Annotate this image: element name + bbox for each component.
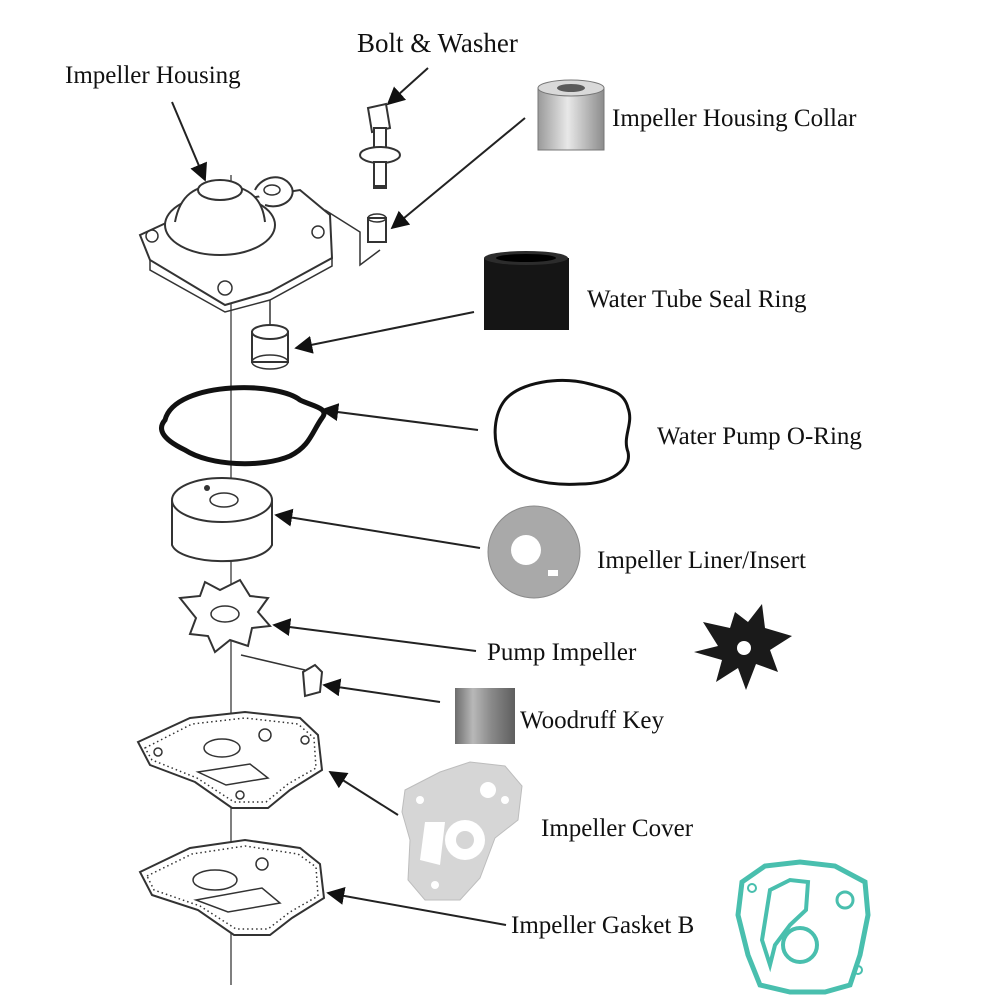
o-ring-drawing <box>159 385 327 467</box>
woodruff-key-photo <box>455 688 515 744</box>
arrow-bolt-washer <box>386 67 429 106</box>
arrow-water-tube-seal <box>294 311 475 354</box>
woodruff-key-drawing <box>240 654 324 698</box>
impeller-housing-drawing <box>138 176 334 330</box>
arrow-gasket-b <box>326 887 507 926</box>
pump-impeller-hub <box>737 641 751 655</box>
label-impeller-housing: Impeller Housing <box>65 62 241 89</box>
label-housing-collar: Impeller Housing Collar <box>612 105 857 132</box>
liner-drawing <box>171 477 273 563</box>
arrow-pump-impeller <box>272 618 477 652</box>
label-pump-impeller: Pump Impeller <box>487 639 637 666</box>
label-liner-insert: Impeller Liner/Insert <box>597 547 806 574</box>
arrow-housing-collar <box>390 117 526 230</box>
seal-ring-drawing <box>251 324 289 370</box>
leader-arrows <box>171 67 526 926</box>
arrow-impeller-cover <box>328 771 399 816</box>
arrow-o-ring <box>320 403 479 431</box>
impeller-drawing <box>178 578 272 654</box>
gasket-b-photo <box>735 859 871 995</box>
arrow-liner-insert <box>274 508 481 549</box>
liner-insert-photo <box>487 505 581 599</box>
gasket-drawing <box>138 838 326 936</box>
label-gasket-b: Impeller Gasket B <box>511 912 694 939</box>
bolt-washer-drawing <box>324 102 401 267</box>
impeller-cover-photo <box>401 761 523 901</box>
label-water-tube-seal: Water Tube Seal Ring <box>587 286 807 313</box>
cover-plate-drawing <box>136 710 324 809</box>
arrow-impeller-housing <box>171 101 207 182</box>
label-bolt-washer: Bolt & Washer <box>357 28 518 58</box>
o-ring-photo <box>493 379 632 486</box>
housing-collar-photo <box>537 79 605 151</box>
label-impeller-cover: Impeller Cover <box>541 815 694 842</box>
water-tube-seal-photo <box>484 251 569 330</box>
label-woodruff-key: Woodruff Key <box>520 707 665 734</box>
arrow-woodruff-key <box>322 678 441 703</box>
label-o-ring: Water Pump O-Ring <box>657 423 862 450</box>
